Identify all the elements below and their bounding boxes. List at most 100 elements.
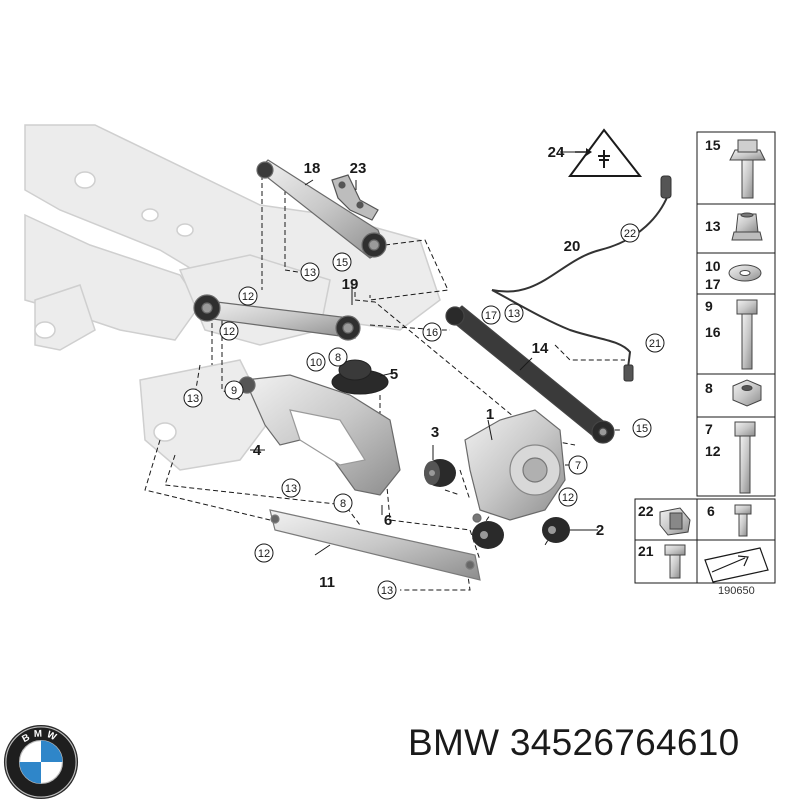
callout-number: 13	[381, 585, 393, 597]
wishbone	[238, 374, 401, 496]
callout-circle	[281, 478, 301, 498]
hardware-panel	[634, 131, 776, 584]
callout-circle	[620, 223, 640, 243]
callout-number: 7	[575, 460, 581, 472]
callout-circle	[238, 286, 258, 306]
callout-number: 11	[319, 574, 335, 591]
leader-lines	[250, 151, 598, 556]
callout-number: 14	[532, 340, 549, 357]
callout-circle	[300, 262, 320, 282]
callout-number: 23	[350, 160, 367, 177]
lower-link-bar	[269, 509, 481, 581]
callout-number: 13	[508, 308, 520, 320]
callout-number: 15	[336, 257, 348, 269]
callout-number: 9	[231, 385, 237, 397]
callout-circle	[306, 352, 326, 372]
bushing-2	[472, 517, 570, 549]
panel-label: 6	[707, 503, 715, 519]
callout-21: 21	[645, 333, 665, 353]
callout-4: 4	[253, 442, 262, 459]
callout-circle	[481, 305, 501, 325]
callout-number: 10	[310, 357, 322, 369]
spring-pad	[331, 359, 389, 395]
callout-22: 22	[620, 223, 640, 243]
panel-label-secondary: 12	[705, 443, 721, 459]
callout-13: 13	[504, 303, 524, 323]
callout-number: 6	[384, 512, 392, 529]
camber-arm	[193, 294, 361, 341]
callout-circle	[645, 333, 665, 353]
callout-number: 15	[636, 423, 648, 435]
callout-5: 5	[390, 366, 398, 383]
callout-circle	[254, 543, 274, 563]
callout-number: 12	[223, 326, 235, 338]
callout-circle	[504, 303, 524, 323]
callout-circle	[422, 322, 442, 342]
callout-10: 10	[306, 352, 326, 372]
callout-number: 16	[426, 327, 438, 339]
callout-circle	[377, 580, 397, 600]
bmw-roundel-icon: BMW	[3, 724, 79, 800]
bushing-3	[424, 459, 456, 487]
callout-number: 17	[485, 310, 497, 322]
warning-triangle-icon	[568, 128, 643, 177]
washer-icon	[728, 264, 762, 282]
callout-18: 18	[304, 160, 321, 177]
callout-number: 12	[562, 492, 574, 504]
panel-label: 10	[705, 258, 721, 274]
callout-13: 13	[281, 478, 301, 498]
callout-number: 20	[564, 238, 581, 255]
panel-label: 13	[705, 218, 721, 234]
callout-circle	[558, 487, 578, 507]
callout-number: 3	[431, 424, 439, 441]
callout-circle	[328, 347, 348, 367]
panel-label: 8	[705, 380, 713, 396]
callout-number: 22	[624, 228, 636, 240]
callout-13: 13	[377, 580, 397, 600]
callout-12: 12	[558, 487, 578, 507]
callout-number: 18	[304, 160, 321, 177]
callout-14: 14	[532, 340, 549, 357]
callout-circle	[219, 321, 239, 341]
long-bolt-icon	[736, 299, 758, 370]
callout-12: 12	[254, 543, 274, 563]
callout-number: 19	[342, 276, 359, 293]
upper-control-arm	[256, 159, 387, 259]
flange-bolt-icon	[729, 139, 766, 199]
callout-number: 21	[649, 338, 661, 350]
panel-label: 22	[638, 503, 654, 519]
callout-circle	[632, 418, 652, 438]
socket-screw-icon	[664, 544, 686, 579]
panel-label-secondary: 17	[705, 276, 721, 292]
callout-8: 8	[328, 347, 348, 367]
callout-number: 13	[285, 483, 297, 495]
hex-bolt-icon	[734, 421, 756, 494]
callout-13: 13	[300, 262, 320, 282]
callout-number: 1	[486, 406, 494, 423]
callout-23: 23	[350, 160, 367, 177]
callout-number: 4	[253, 442, 262, 459]
callout-circle	[183, 388, 203, 408]
small-bolt-icon	[734, 504, 752, 537]
callout-number: 2	[596, 522, 604, 539]
callout-8: 8	[333, 493, 353, 513]
arrow-plate-icon	[704, 547, 769, 583]
callout-1: 1	[486, 406, 494, 423]
callout-6: 6	[384, 512, 392, 529]
toe-link-arm	[445, 305, 615, 444]
panel-label: 9	[705, 298, 713, 314]
callout-number: 8	[340, 498, 346, 510]
callout-number: 12	[258, 548, 270, 560]
callout-2: 2	[596, 522, 604, 539]
callout-17: 17	[481, 305, 501, 325]
hex-nut-icon	[732, 379, 762, 407]
reference-code: 190650	[718, 585, 755, 597]
cable-clip-icon	[659, 507, 691, 536]
speed-sensor-cable	[491, 175, 672, 382]
callout-number: 12	[242, 291, 254, 303]
callout-number: 5	[390, 366, 398, 383]
panel-label: 21	[638, 543, 654, 559]
callout-15: 15	[332, 252, 352, 272]
